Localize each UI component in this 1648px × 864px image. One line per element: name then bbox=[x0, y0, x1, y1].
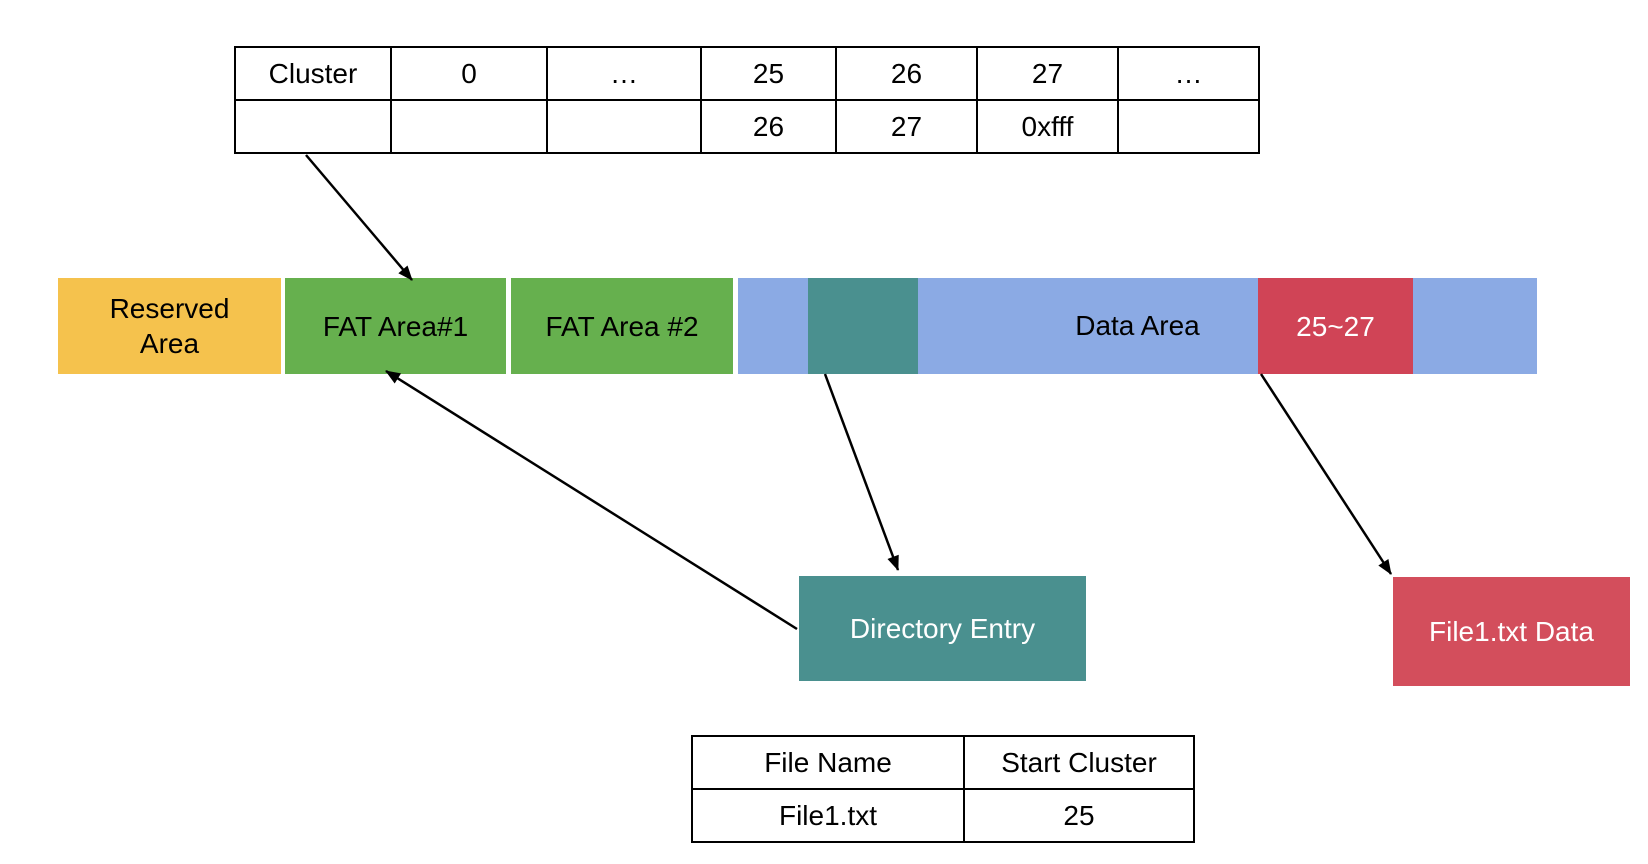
bar-segment-label: Reserved Area bbox=[109, 293, 230, 359]
table-cell: 25 bbox=[963, 788, 1195, 843]
bar-segment-data-area-left bbox=[738, 278, 808, 374]
bar-segment-label: FAT Area#1 bbox=[322, 310, 469, 342]
bar-segment-reserved-area: Reserved Area bbox=[58, 278, 281, 374]
table-cell: Cluster bbox=[234, 46, 392, 101]
directory-entry-box: Directory Entry bbox=[799, 576, 1086, 681]
table-cell: 0 bbox=[390, 46, 548, 101]
fat-table-value-row: 26 27 0xfff bbox=[234, 99, 1260, 154]
bar-segment-data-area-right bbox=[1413, 278, 1537, 374]
arrow-directory-entry-to-fat-area1 bbox=[385, 369, 798, 631]
file-start-cluster-table: File Name Start Cluster File1.txt 25 bbox=[691, 735, 1195, 843]
table-cell: 27 bbox=[835, 99, 978, 154]
fat-cluster-table: Cluster 0 … 25 26 27 … 26 27 0xfff bbox=[234, 46, 1260, 154]
file1-data-box: File1.txt Data bbox=[1393, 577, 1630, 686]
table-cell bbox=[546, 99, 702, 154]
table-cell: 25 bbox=[700, 46, 837, 101]
file-table-header-row: File Name Start Cluster bbox=[691, 735, 1195, 790]
table-cell: Start Cluster bbox=[963, 735, 1195, 790]
table-cell bbox=[390, 99, 548, 154]
table-cell: 26 bbox=[700, 99, 837, 154]
table-cell: File Name bbox=[691, 735, 965, 790]
table-cell bbox=[234, 99, 392, 154]
arrow-fat-table-to-fat-area1 bbox=[305, 154, 413, 281]
table-cell: … bbox=[546, 46, 702, 101]
bar-segment-label: FAT Area #2 bbox=[545, 310, 699, 342]
table-cell: 0xfff bbox=[976, 99, 1119, 154]
table-cell: … bbox=[1117, 46, 1260, 101]
table-cell: 26 bbox=[835, 46, 978, 101]
bar-segment-data-area-middle bbox=[918, 278, 1258, 374]
bar-segment-label: 25~27 bbox=[1296, 310, 1375, 342]
bar-segment-fat-area-2: FAT Area #2 bbox=[511, 278, 733, 374]
table-cell: File1.txt bbox=[691, 788, 965, 843]
bar-segment-clusters-25-27: 25~27 bbox=[1258, 278, 1413, 374]
bar-segment-fat-area-1: FAT Area#1 bbox=[285, 278, 506, 374]
bar-segment-directory-cluster bbox=[808, 278, 918, 374]
table-cell bbox=[1117, 99, 1260, 154]
fat-table-header-row: Cluster 0 … 25 26 27 … bbox=[234, 46, 1260, 101]
arrow-clusters-25-27-to-file-data bbox=[1259, 373, 1393, 575]
table-cell: 27 bbox=[976, 46, 1119, 101]
arrow-directory-cluster-to-directory-entry bbox=[823, 373, 900, 571]
file-table-value-row: File1.txt 25 bbox=[691, 788, 1195, 843]
